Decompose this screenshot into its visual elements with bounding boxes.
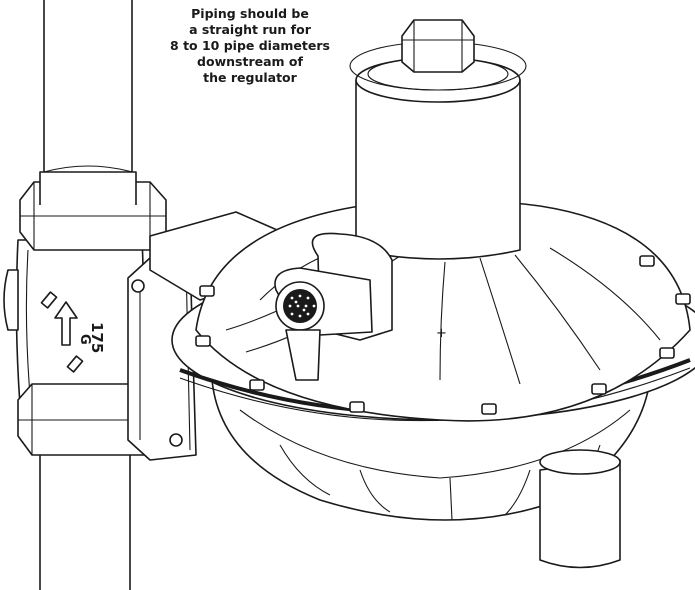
annotation-line-1: Piping should be [191, 6, 309, 21]
upper-hex-nut [19, 165, 167, 251]
lower-pipe [39, 455, 131, 590]
vent-assembly [274, 232, 393, 381]
annotation-line-3: 8 to 10 pipe diameters [170, 38, 330, 53]
flow-arrow-icon [40, 291, 84, 373]
closing-cap [401, 19, 475, 73]
piping-annotation: Piping should be a straight run for 8 to… [150, 6, 350, 86]
annotation-line-5: the regulator [203, 70, 297, 85]
spring-case [349, 41, 527, 260]
center-mark-icon: + [436, 326, 447, 341]
body-marking-text: 175 [88, 322, 106, 353]
annotation-line-4: downstream of [197, 54, 303, 69]
upper-pipe [43, 0, 133, 205]
pipe-fitting [3, 239, 145, 406]
annotation-line-2: a straight run for [189, 22, 311, 37]
body-marking-symbol: G [77, 334, 92, 345]
